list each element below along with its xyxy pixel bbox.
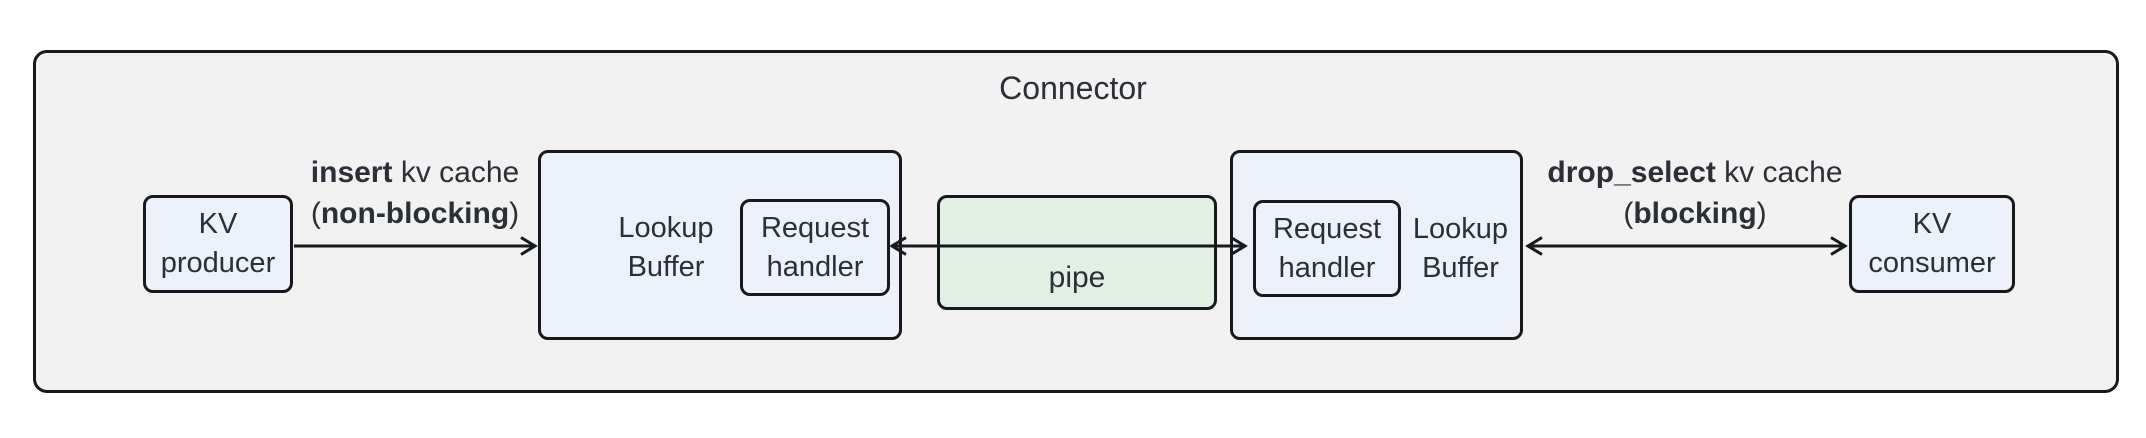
node-kv-producer: KV producer	[143, 195, 293, 293]
edge-label-drop-select-line2: (blocking)	[1623, 197, 1767, 230]
request-handler-right-label: Request handler	[1272, 212, 1381, 284]
pipe-label: pipe	[1048, 261, 1106, 294]
node-lookup-buffer-left: Lookup Buffer Request handler	[538, 150, 902, 340]
edge-label-insert-line1: insert kv cache	[310, 156, 520, 189]
lookup-buffer-right-label: Lookup Buffer	[1412, 212, 1509, 284]
connector-title: Connector	[999, 70, 1147, 106]
node-kv-consumer: KV consumer	[1849, 195, 2015, 293]
request-handler-left-label: Request handler	[760, 211, 869, 283]
edge-label-drop-select-line1: drop_select kv cache	[1547, 156, 1843, 189]
lookup-buffer-left-label: Lookup Buffer	[618, 211, 714, 283]
edge-label-insert: insert kv cache (non-blocking)	[215, 152, 615, 234]
node-pipe: pipe	[937, 195, 1217, 310]
kv-producer-label: KV producer	[160, 208, 276, 279]
kv-consumer-label: KV consumer	[1868, 208, 1996, 279]
edge-label-insert-line2: (non-blocking)	[310, 197, 520, 230]
node-lookup-buffer-right: Request handler Lookup Buffer	[1230, 150, 1523, 340]
edge-label-drop-select: drop_select kv cache (blocking)	[1495, 152, 1895, 234]
node-request-handler-right: Request handler	[1253, 200, 1401, 297]
node-request-handler-left: Request handler	[740, 199, 890, 296]
